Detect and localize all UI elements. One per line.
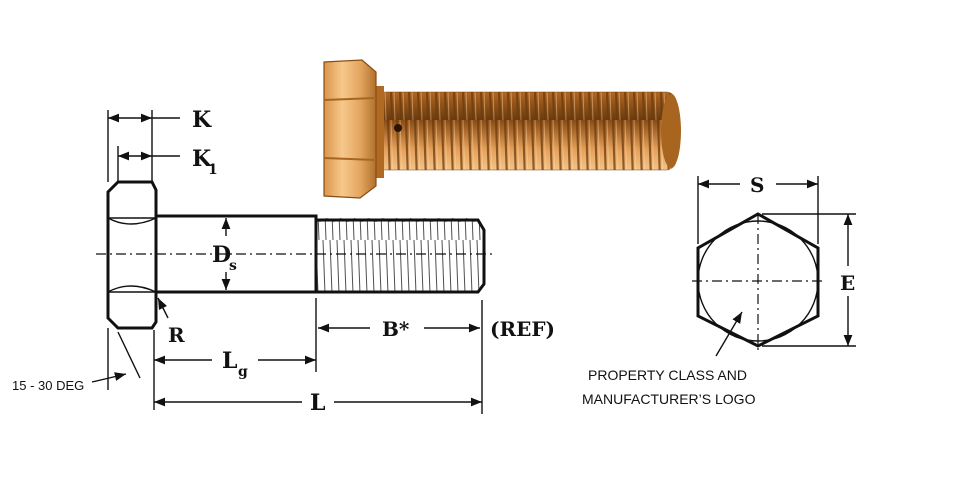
label-k1-subscript: 1 [208,162,218,178]
label-k1: K [192,146,212,172]
label-k: K [192,107,212,133]
hex-bolt-side-view [96,180,496,330]
dimension-l: L [154,300,483,416]
note-line-1: PROPERTY CLASS AND [588,367,747,383]
dimension-b: B* (REF) [318,317,555,341]
label-ref: (REF) [490,317,555,341]
label-s: S [750,173,764,197]
dimension-angle: 15 - 30 DEG [12,328,141,393]
hex-head-end-view: S E [692,173,856,357]
dimension-k1: K 1 [117,146,218,182]
property-class-note: PROPERTY CLASS AND MANUFACTURER’S LOGO [582,367,756,407]
label-angle: 15 - 30 DEG [12,378,84,393]
label-ds-subscript: s [229,258,237,274]
label-lg-subscript: g [238,364,248,380]
dimension-r: R [157,297,185,347]
dimension-lg: L g [153,298,317,410]
label-ds: D [212,242,231,268]
note-line-2: MANUFACTURER’S LOGO [582,391,756,407]
label-r: R [168,323,185,347]
dimension-ds: D s [212,218,237,290]
dimension-k: K [107,107,212,182]
bronze-hex-bolt-photo [323,59,681,199]
label-l: L [310,390,325,416]
label-b: B* [382,317,410,341]
label-lg: L [222,348,237,374]
label-e: E [840,271,855,295]
